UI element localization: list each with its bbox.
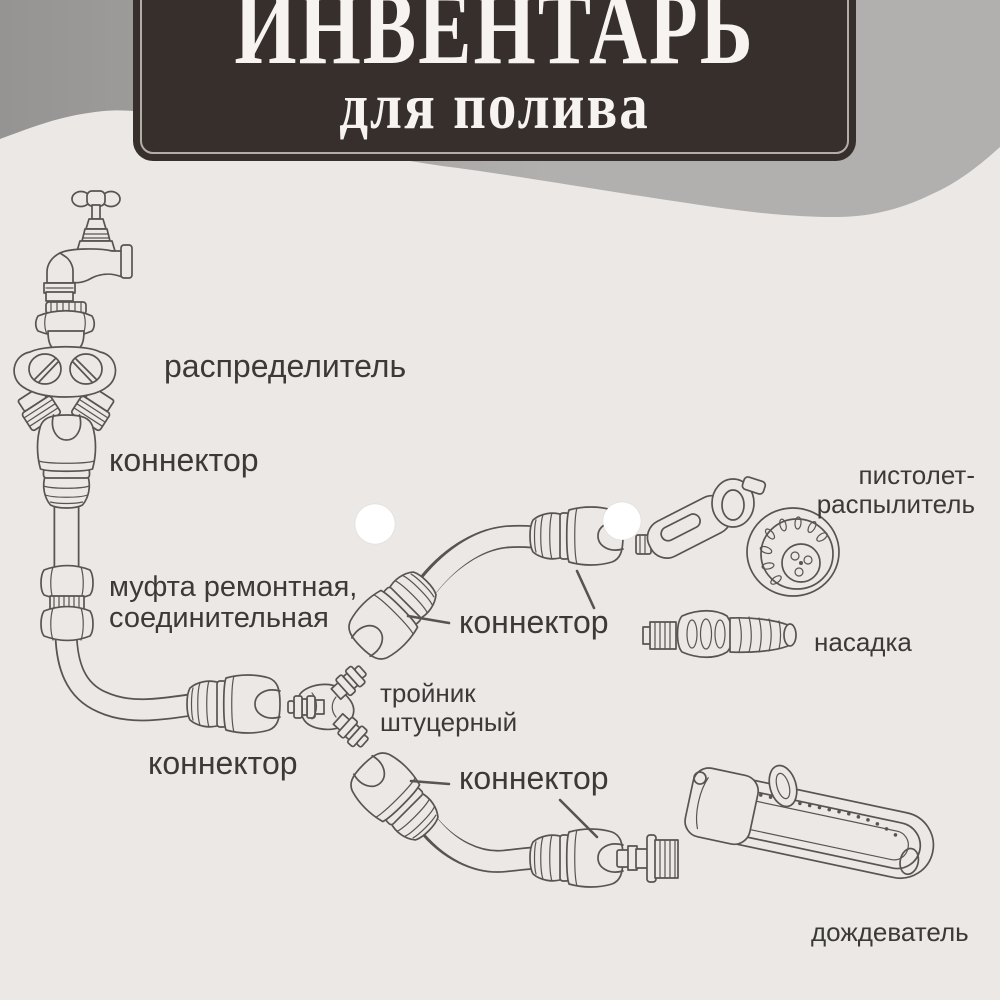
quick-connector-icon-left — [186, 674, 281, 734]
quick-connector-icon-bottom — [529, 828, 624, 888]
quick-connector-icon-top — [36, 414, 97, 509]
title-plate: ИНВЕНТАРЬ для полива — [133, 0, 856, 161]
label-sprinkler: дождеватель — [811, 917, 969, 947]
label-nozzle: насадка — [814, 627, 912, 657]
adapter-icon — [616, 834, 679, 883]
callout-lines — [406, 569, 599, 839]
label-connector-left: коннектор — [148, 745, 298, 781]
label-distributor: распределитель — [164, 348, 407, 384]
label-connector-top: коннектор — [109, 442, 259, 478]
tee-fitting-icon — [287, 660, 373, 753]
distributor-icon — [13, 301, 117, 432]
label-coupling: муфта ремонтная, соединительная — [109, 571, 358, 634]
repair-coupling-icon — [40, 564, 94, 642]
card-subtitle: для полива — [339, 70, 650, 143]
hose-upper — [414, 524, 535, 598]
tap-icon — [43, 190, 133, 302]
sprinkler-icon — [684, 764, 935, 880]
card-hole-left — [354, 503, 396, 545]
card-hole-right — [602, 501, 642, 541]
hose-lower — [416, 814, 535, 873]
card-title: ИНВЕНТАРЬ — [234, 0, 755, 87]
nozzle-icon — [642, 609, 797, 659]
label-connector-mid: коннектор — [459, 604, 609, 640]
label-spray-gun: пистолет- распылитель — [816, 460, 975, 520]
spray-gun-icon — [635, 476, 840, 597]
hose-left — [54, 628, 193, 722]
label-connector-bottom: коннектор — [459, 760, 609, 796]
label-tee: тройник штуцерный — [380, 678, 518, 738]
